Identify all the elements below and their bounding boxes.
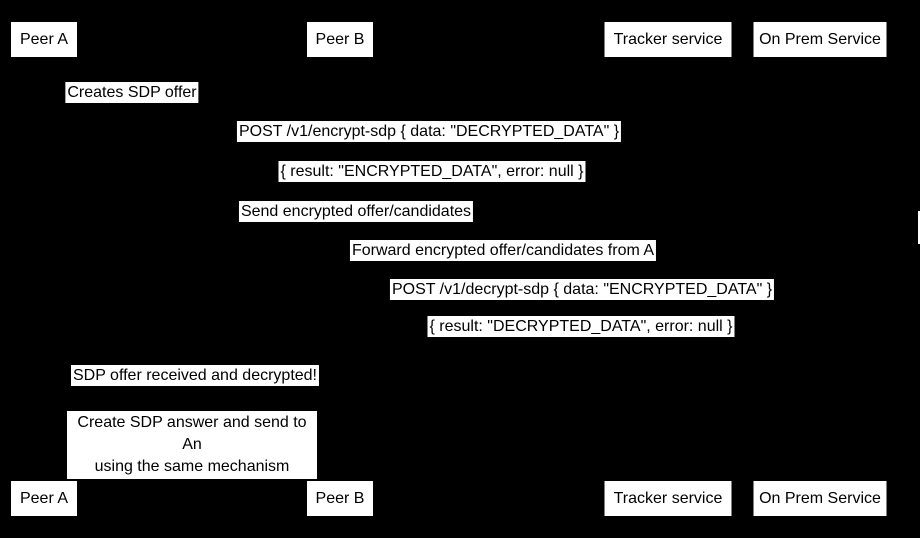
message-forward-encrypted-offer: Forward encrypted offer/candidates from … (349, 240, 657, 261)
note-create-sdp-answer: Create SDP answer and send to An using t… (67, 411, 317, 479)
note-line-1: Create SDP answer and send to An (77, 414, 307, 453)
actor-peer-b-bottom: Peer B (307, 481, 373, 516)
message-post-decrypt-sdp: POST /v1/decrypt-sdp { data: "ENCRYPTED_… (389, 279, 775, 300)
actor-peer-b-top: Peer B (307, 22, 373, 57)
message-offer-received-decrypted: SDP offer received and decrypted! (71, 365, 319, 386)
message-creates-sdp-offer: Creates SDP offer (65, 82, 199, 103)
message-send-encrypted-offer: Send encrypted offer/candidates (238, 201, 474, 222)
actor-tracker-service-top: Tracker service (604, 22, 732, 57)
message-encrypt-result: { result: "ENCRYPTED_DATA", error: null … (278, 161, 586, 182)
message-post-encrypt-sdp: POST /v1/encrypt-sdp { data: "DECRYPTED_… (236, 121, 622, 142)
actor-peer-a-bottom: Peer A (11, 481, 77, 516)
clipped-label-fragment (918, 211, 920, 244)
actor-on-prem-service-bottom: On Prem Service (753, 481, 887, 516)
message-decrypt-result: { result: "DECRYPTED_DATA", error: null … (427, 316, 735, 337)
actor-on-prem-service-top: On Prem Service (753, 22, 887, 57)
note-line-2: using the same mechanism (94, 458, 290, 475)
actor-peer-a-top: Peer A (11, 22, 77, 57)
actor-tracker-service-bottom: Tracker service (604, 481, 732, 516)
